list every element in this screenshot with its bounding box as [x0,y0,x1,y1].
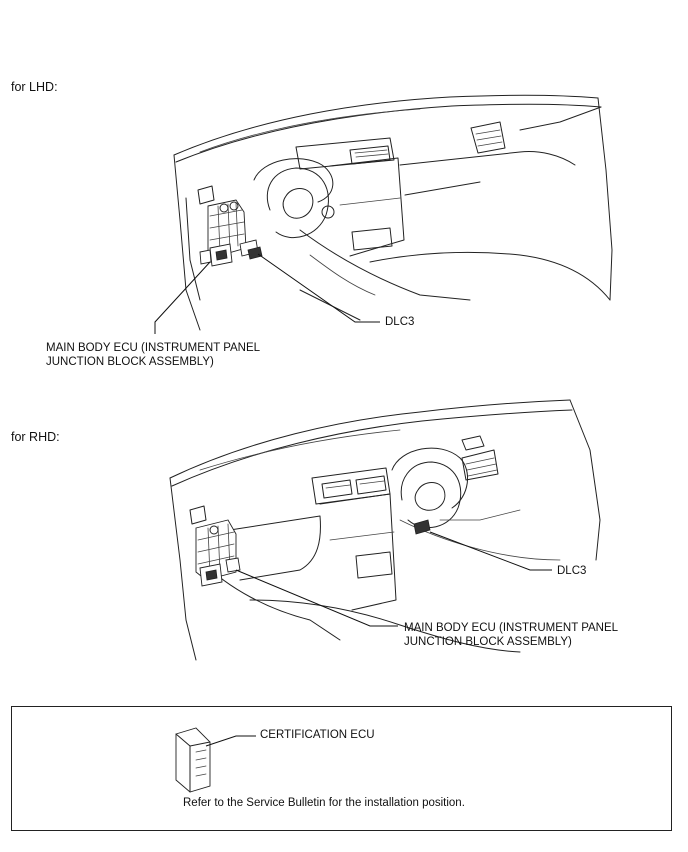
certification-ecu-drawing [175,727,256,793]
certification-ecu-box [11,706,672,831]
lhd-heading: for LHD: [11,80,58,94]
rhd-heading: for RHD: [11,430,60,444]
service-bulletin-note: Refer to the Service Bulletin for the in… [183,797,465,809]
lhd-main-body-ecu-label-line1: MAIN BODY ECU (INSTRUMENT PANEL [46,342,261,354]
lhd-dlc3-label: DLC3 [385,316,415,328]
rhd-main-body-ecu-label-line1: MAIN BODY ECU (INSTRUMENT PANEL [404,622,619,634]
lhd-main-body-ecu-label-line2: JUNCTION BLOCK ASSEMBLY) [46,356,214,368]
lhd-dlc3-connector [247,246,263,260]
rhd-dlc3-label: DLC3 [557,565,587,577]
rhd-main-body-ecu-label-line2: JUNCTION BLOCK ASSEMBLY) [404,636,572,648]
lhd-junction-block [199,199,259,267]
certification-ecu-label: CERTIFICATION ECU [260,729,375,741]
rhd-junction-block [195,519,241,587]
rhd-dlc3-connector [413,519,431,535]
rhd-dashboard-drawing [169,399,601,661]
lhd-dashboard-drawing [154,94,613,334]
